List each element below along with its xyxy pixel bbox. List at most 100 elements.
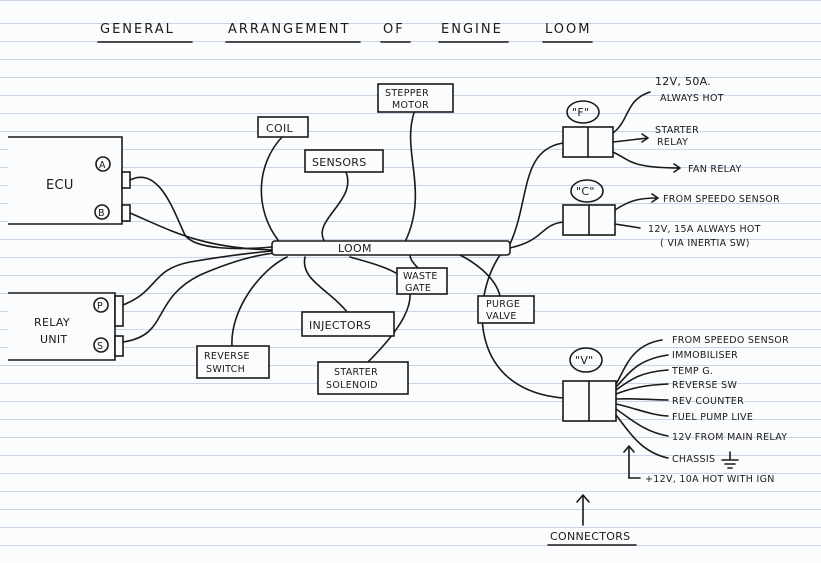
connector-c: "C" FROM SPEEDO SENSOR 12V, 15A ALWAYS H…: [562, 179, 780, 249]
connector-c-power-line1: 12V, 15A ALWAYS HOT: [648, 224, 761, 235]
relay-connector-p: [114, 295, 124, 327]
connector-v-wire-3: [615, 369, 669, 391]
reverse-switch-box: [196, 345, 270, 379]
connector-v-wire-2: [615, 354, 669, 388]
connector-v-label: "V": [575, 354, 594, 367]
wire-relay-s: [122, 252, 276, 343]
relay-unit-label-line2: UNIT: [40, 333, 67, 346]
connector-c-power-line2: ( VIA INERTIA SW): [660, 238, 750, 249]
connector-v-wire-9-arrow: [623, 445, 635, 479]
purge-valve-box: [477, 295, 535, 324]
stepper-motor-label-line1: STEPPER: [385, 88, 429, 99]
wire-connector-f: [509, 142, 564, 245]
connector-v-tag: [569, 347, 603, 373]
relay-port-s-circle: [93, 337, 109, 353]
waste-gate-label-line2: GATE: [405, 283, 431, 294]
title-word-2: ARRANGEMENT: [228, 22, 350, 37]
component-labels: COIL SENSORS STEPPER MOTOR WASTE GATE PU…: [196, 83, 535, 395]
ecu-label: ECU: [46, 178, 74, 193]
wire-stepper-motor: [404, 109, 417, 243]
connector-f-wire-starter: [612, 133, 649, 143]
connector-f-wire-power: [612, 91, 651, 134]
connector-v-wire-6: [615, 403, 669, 417]
connector-v-wire-label-4: REVERSE SW: [672, 380, 737, 391]
connector-c-wire-speedo: [614, 193, 659, 211]
wire-ecu-a: [129, 176, 273, 250]
ecu-port-a-label: A: [99, 160, 106, 171]
injectors-box: [301, 311, 395, 337]
diagram-title: GENERAL ARRANGEMENT OF ENGINE LOOM: [97, 22, 593, 43]
coil-box: [257, 116, 309, 138]
connector-v-wire-label-8: CHASSIS: [672, 454, 715, 465]
title-word-4: ENGINE: [441, 22, 503, 37]
ecu-port-b-label: B: [98, 208, 105, 219]
wire-ecu-b: [129, 212, 273, 251]
purge-valve-label-line2: VALVE: [486, 311, 517, 322]
connector-f-starter-line2: RELAY: [657, 137, 688, 148]
reverse-switch-label-line1: REVERSE: [204, 351, 250, 362]
connector-f: "F" 12V, 50A. ALWAYS HOT STARTER RELAY F…: [562, 75, 742, 175]
connector-v-wire-label-2: IMMOBILISER: [672, 350, 738, 361]
connectors-label: CONNECTORS: [550, 530, 630, 543]
connector-v-wire-7: [615, 408, 669, 437]
loom-label: LOOM: [338, 242, 372, 255]
wire-relay-p: [122, 250, 273, 306]
starter-solenoid-label-line1: STARTER: [334, 367, 378, 378]
injectors-label: INJECTORS: [309, 319, 371, 332]
relay-unit-label-line1: RELAY: [34, 316, 70, 329]
connector-f-fan-relay: FAN RELAY: [688, 164, 742, 175]
ecu-connector-b: [121, 204, 131, 222]
starter-solenoid-label-line2: SOLENOID: [326, 380, 378, 391]
reverse-switch-label-line2: SWITCH: [206, 364, 245, 375]
ecu-port-b-circle: [94, 204, 110, 220]
ecu-connector-a: [121, 171, 131, 189]
waste-gate-label-line1: WASTE: [403, 271, 438, 282]
stepper-motor-label-line2: MOTOR: [392, 100, 429, 111]
purge-valve-label-line1: PURGE: [486, 299, 520, 310]
connector-v-wire-8: [615, 414, 669, 459]
connector-f-starter-line1: STARTER: [655, 125, 699, 136]
title-word-3: OF: [383, 22, 405, 37]
wire-purge-valve: [459, 254, 501, 297]
stepper-motor-box: [377, 83, 454, 113]
wire-injectors: [303, 256, 348, 313]
connector-v-wire-label-3: TEMP G.: [671, 366, 713, 377]
ecu-unit: ECU A B: [8, 136, 131, 225]
connector-f-power-line2: ALWAYS HOT: [660, 93, 724, 104]
relay-port-s-label: S: [97, 341, 103, 352]
connector-f-label: "F": [572, 106, 589, 119]
relay-unit: RELAY UNIT P S: [8, 292, 124, 361]
title-word-1: GENERAL: [100, 22, 175, 37]
waste-gate-box: [396, 267, 448, 295]
loom-bar: LOOM: [271, 240, 511, 256]
chassis-ground-symbol: [721, 451, 739, 469]
starter-solenoid-box: [317, 361, 409, 395]
wire-sensors: [321, 169, 349, 243]
connector-f-wire-fan: [612, 151, 681, 173]
connector-c-tag: [570, 179, 604, 203]
connector-v-wire-label-9: +12V, 10A HOT WITH IGN: [645, 474, 775, 485]
title-word-5: LOOM: [545, 22, 591, 37]
sensors-box: [304, 149, 384, 173]
connector-f-power-line1: 12V, 50A.: [655, 75, 711, 88]
coil-label: COIL: [266, 122, 293, 135]
loom-wires: [122, 109, 564, 399]
wire-reverse-switch: [231, 256, 288, 347]
relay-port-p-circle: [93, 297, 109, 313]
connector-v-wire-label-1: FROM SPEEDO SENSOR: [672, 335, 789, 346]
connector-v-wire-4: [615, 383, 669, 395]
connector-c-wire-power: [614, 223, 641, 229]
connector-v-wire-1: [615, 339, 663, 385]
connector-c-speedo: FROM SPEEDO SENSOR: [663, 194, 780, 205]
relay-connector-s: [114, 335, 124, 357]
connector-v-wire-label-6: FUEL PUMP LIVE: [672, 412, 753, 423]
connector-v-wire-label-7: 12V FROM MAIN RELAY: [672, 432, 787, 443]
relay-port-p-label: P: [97, 301, 103, 312]
loom-tube: [271, 240, 511, 256]
connector-c-label: "C": [576, 185, 595, 198]
connector-v-wire-label-5: REV COUNTER: [672, 396, 744, 407]
wire-waste-gate: [409, 254, 419, 269]
connectors-arrow: [576, 494, 590, 526]
sensors-label: SENSORS: [312, 156, 367, 169]
